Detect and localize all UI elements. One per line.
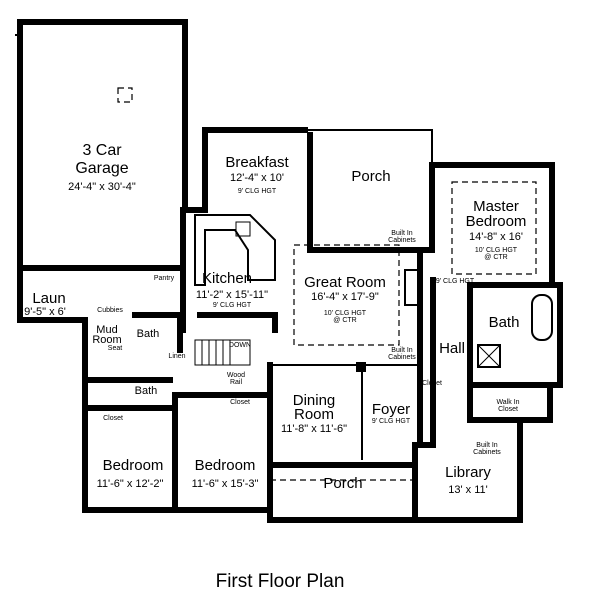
kitchen-sink-icon (235, 221, 251, 237)
kitchen-dims: 11'-2" x 15'-11" (196, 289, 268, 301)
dining-dims: 11'-8" x 11'-6" (281, 423, 347, 435)
front-porch-name: Porch (323, 475, 362, 492)
built-in-label-3: Built In (476, 442, 498, 449)
ceiling-outlines (117, 87, 537, 481)
dining-name-2: Room (294, 406, 334, 423)
great-room-name: Great Room (304, 274, 386, 291)
master-clg: 10' CLG HGT (475, 247, 518, 254)
kitchen-clg: 9' CLG HGT (213, 302, 252, 309)
walk-in-closet-label: Walk In (496, 399, 519, 406)
bath-upper-name: Bath (137, 328, 160, 340)
master-name-2: Bedroom (466, 213, 527, 230)
cubbies-label: Cubbies (97, 307, 123, 314)
closet-label-bedroom-mid: Closet (230, 399, 250, 406)
breakfast-dims: 12'-4" x 10' (230, 172, 284, 184)
breakfast-name: Breakfast (225, 154, 289, 171)
fireplace-icon (404, 269, 421, 306)
bedroom-mid-dims: 11'-6" x 15'-3" (192, 478, 259, 490)
linen-label: Linen (168, 353, 185, 360)
small-labels: Pantry Cubbies Seat Linen DOWN Wood Rail… (97, 230, 519, 456)
garage-name: 3 Car (82, 142, 122, 159)
great-room-clg-2: @ CTR (333, 317, 356, 324)
room-labels: 3 Car Garage 24'-4" x 30'-4" Breakfast 1… (24, 142, 526, 496)
master-name: Master (473, 198, 519, 215)
kitchen-name: Kitchen (202, 270, 252, 287)
kitchen-counter (194, 214, 276, 286)
cabinets-label-3: Cabinets (473, 449, 501, 456)
bath-lower-name: Bath (135, 385, 158, 397)
closet-label-hall: Closet (422, 380, 442, 387)
walk-in-closet-label-2: Closet (498, 406, 518, 413)
bedroom-mid-name: Bedroom (195, 457, 256, 474)
foyer-name: Foyer (372, 401, 410, 418)
plan-title: First Floor Plan (216, 571, 345, 592)
master-clg-side: 9' CLG HGT (436, 278, 475, 285)
rear-porch-name: Porch (351, 168, 390, 185)
library-dims: 13' x 11' (448, 484, 487, 496)
down-label: DOWN (229, 342, 251, 349)
garage-name-2: Garage (75, 160, 128, 177)
dining-name: Dining (293, 392, 336, 409)
master-bath-name: Bath (489, 314, 520, 331)
bathtub-icon (531, 294, 553, 341)
master-clg-2: @ CTR (484, 254, 507, 261)
shower-icon (477, 344, 501, 368)
bedroom-left-name: Bedroom (103, 457, 164, 474)
bedroom-left-dims: 11'-6" x 12'-2" (97, 478, 164, 490)
rail-label: Rail (230, 379, 243, 386)
hall-name: Hall (439, 340, 465, 357)
wood-label: Wood (227, 372, 245, 379)
laundry-dims: 9'-5" x 6' (24, 306, 66, 318)
built-in-label-2: Built In (391, 347, 413, 354)
breakfast-clg: 9' CLG HGT (238, 188, 277, 195)
mud-room-name-2: Room (92, 334, 121, 346)
master-dims: 14'-8" x 16' (469, 231, 523, 243)
pantry-label: Pantry (154, 275, 175, 282)
library-name: Library (445, 464, 491, 481)
great-room-clg: 10' CLG HGT (324, 310, 367, 317)
seat-label: Seat (108, 345, 122, 352)
built-in-label-1: Built In (391, 230, 413, 237)
stairs (194, 339, 251, 366)
closet-label-bedroom-left: Closet (103, 415, 123, 422)
laundry-name: Laun (32, 290, 65, 307)
foyer-clg: 9' CLG HGT (372, 418, 411, 425)
mud-room-name: Mud (96, 324, 117, 336)
great-room-dims: 16'-4" x 17'-9" (311, 291, 379, 303)
cabinets-label-1: Cabinets (388, 237, 416, 244)
garage-dims: 24'-4" x 30'-4" (68, 181, 136, 193)
cabinets-label-2: Cabinets (388, 354, 416, 361)
